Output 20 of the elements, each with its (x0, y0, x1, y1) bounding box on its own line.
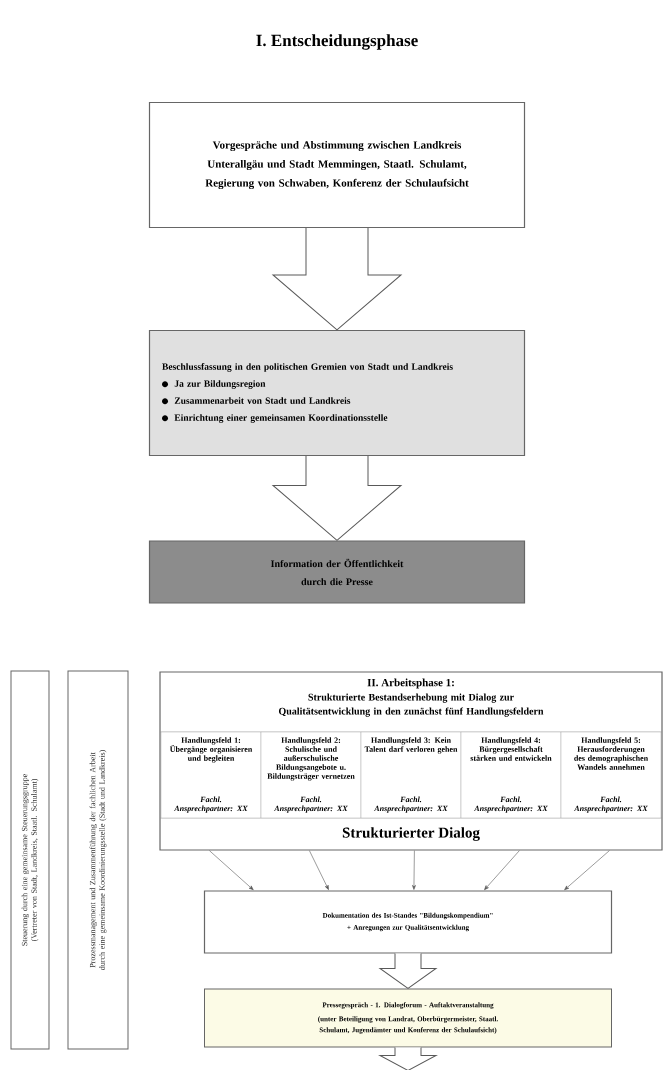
field-cell: Handlungsfeld 1: Übergänge organisieren und begleiten Fachl. Ansprechpartner: XX (160, 731, 262, 819)
process-box: Vorgespräche und Abstimmung zwischen Landkreis Unterallgäu und Stadt Memmingen, Staatl. Schulamt, Regierung von Schwaben, Konferenz der Schulaufsicht (148, 101, 526, 229)
arrow (412, 850, 416, 890)
field-cell: Handlungsfeld 4: Bürgergesellschaft stärken und entwickeln Fachl. Ansprechpartner: XX (460, 731, 562, 819)
block-arrow (379, 1047, 437, 1070)
info-box: Information der Öffentlichkeit durch die Presse (148, 540, 526, 604)
arrow (484, 850, 520, 891)
decision-box: Beschlussfassung in den politischen Gremien von Stadt und Landkreis Ja zur Bildungsregion Zusammenarbeit von Stadt und Landkreis Einrichtung einer gemeinsamen Koordinationsstelle (148, 329, 526, 457)
side-panel: Steuerung durch eine gemeinsame Steuerungsgruppe (Vertreter von Stadt, Landkreis, Staatl. Schulamt) (10, 670, 50, 1050)
arrow (209, 850, 254, 891)
field-cell: Handlungsfeld 5: Herausforderungen des demographischen Wandels annehmen Fachl. Ansprechpartner: XX (560, 731, 662, 819)
block-arrow (379, 953, 437, 989)
arrow (309, 850, 329, 890)
block-arrow (272, 227, 402, 331)
side-panel: Prozessmanagement und Zusammenführung der fachlichen Arbeit durch eine gemeinsame Koordinierungsstelle (Stadt und Landkreis) (67, 670, 129, 1050)
field-cell: Handlungsfeld 2: Schulische und außerschulische Bildungsangebote u. Bildungsträger vernetzen Fachl. Ansprechpartner: XX (260, 731, 362, 819)
arrow (564, 850, 610, 891)
title: I. Entscheidungsphase (256, 34, 418, 50)
block-arrow (272, 455, 402, 541)
field-cell: Handlungsfeld 3: Kein Talent darf verloren gehen Fachl. Ansprechpartner: XX (360, 731, 462, 819)
